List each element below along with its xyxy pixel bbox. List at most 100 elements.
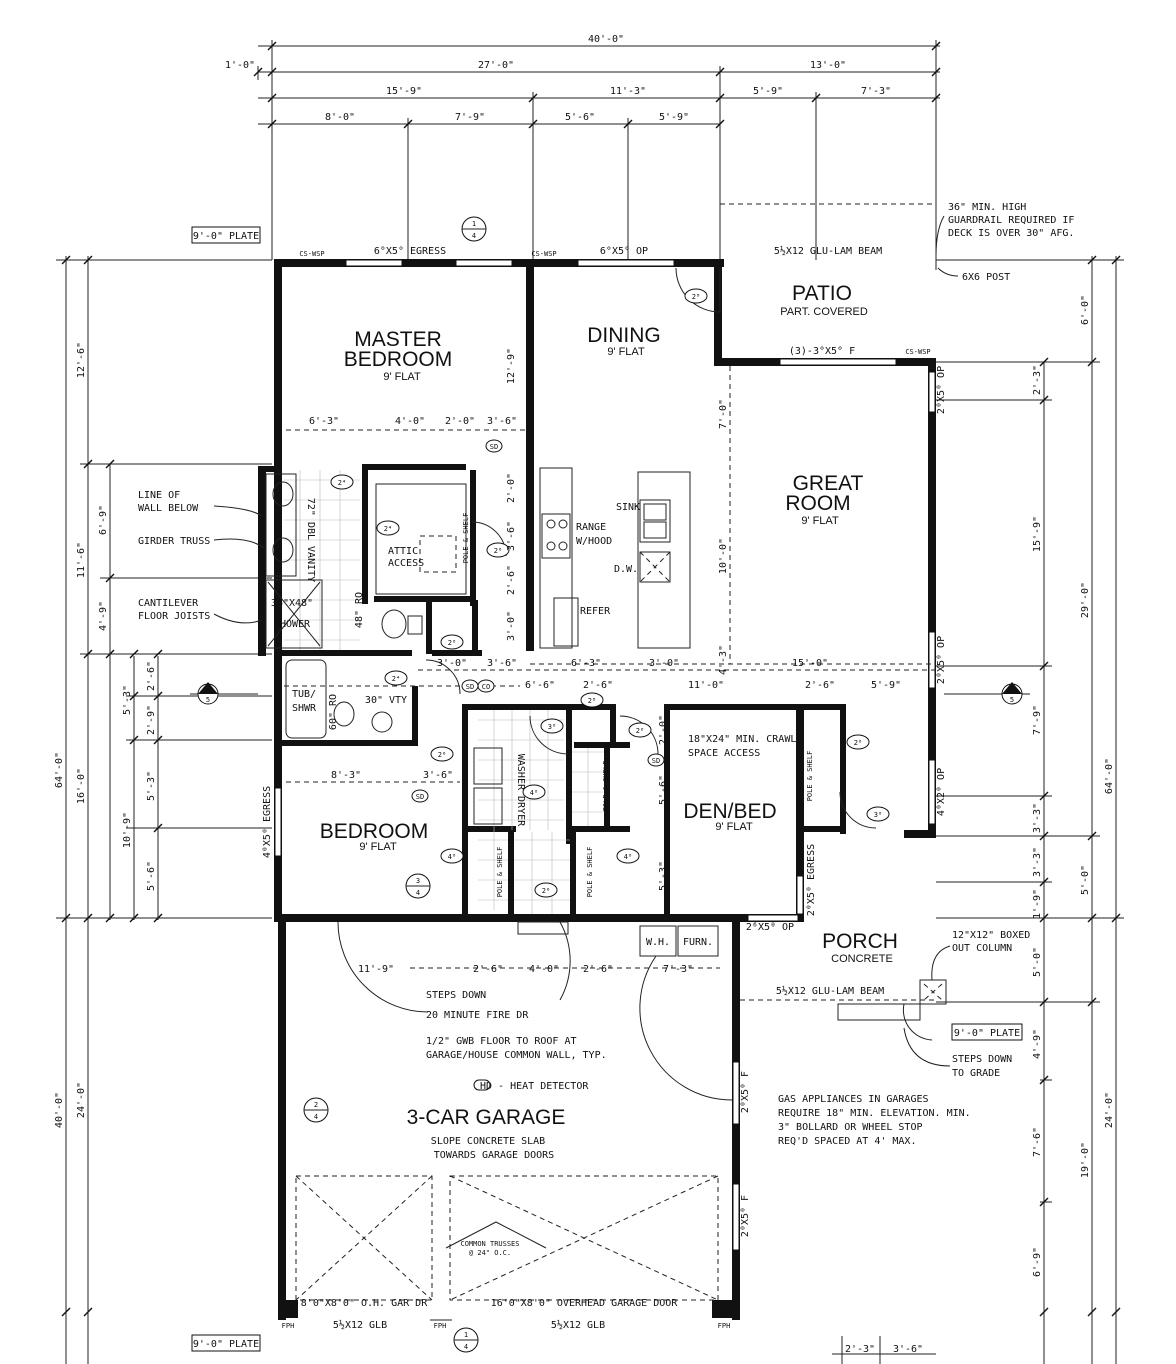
vert-dim-6: 2'-0" [506, 473, 517, 503]
glb-left-label: 5½X12 GLB [333, 1319, 387, 1331]
shower-label-1: 36"X48" [271, 598, 313, 609]
vanity-label: 72" DBL VANITY [305, 498, 316, 582]
vert-dim-4: 5'-6" [658, 775, 669, 805]
garage-dim-1: 11'-9" [358, 964, 394, 975]
attic-note-2: ACCESS [388, 558, 424, 569]
bedroom-ceiling: 9' FLAT [359, 841, 397, 853]
attic-note-1: ATTIC [388, 546, 418, 557]
kitchen-dim-2: 3'-0" [649, 658, 679, 669]
section-bottom-num: 1 [464, 1331, 468, 1339]
mid-dim-1: 3'-0" [437, 658, 467, 669]
window-openings [274, 259, 936, 1251]
refrigerator [553, 597, 579, 647]
crawl-note-1: 18"X24" MIN. CRAWL [688, 734, 796, 745]
bedroom-name: BEDROOM [320, 820, 429, 843]
bottom-plate-box [191, 1334, 261, 1352]
bed-dim-1: 8'-3" [331, 770, 361, 781]
patio-name: PATIO [792, 282, 852, 305]
window-label-5: 2⁰X5⁰ EGRESS [806, 844, 817, 916]
porch-name: PORCH [822, 930, 898, 953]
door-tag-11: 4⁰ [530, 789, 538, 797]
right-64-dim: 64'-0" [1104, 758, 1115, 794]
dim-row2-4: 7'-3" [861, 86, 891, 97]
ro60-label: 60" RO [328, 694, 339, 730]
door-tag-9: 2⁶ [438, 751, 446, 759]
vert-dim-5: 5'-3" [658, 861, 669, 891]
left-2-6-dim: 2'-6" [146, 661, 157, 691]
master-dim-3: 2'-0" [445, 416, 475, 427]
pole-shelf-den: POLE & SHELF [806, 751, 814, 802]
left-dimensions: 64'-0" 12'-6" 11'-6" 16'-0" 24'-0" 40'-0… [54, 255, 272, 1364]
mid-dim-3: 6'-6" [525, 680, 555, 691]
vert-dim-10: 2'-0" [658, 715, 669, 745]
smoke-detector-3: SD [416, 793, 424, 801]
dining-name: DINING [587, 324, 661, 347]
right-7-9-dim: 7'-9" [1032, 705, 1043, 735]
window-label-3: 4⁰X2⁰ OP [936, 768, 947, 816]
section-bed-num: 3 [416, 877, 420, 885]
mid-dim-6: 2'-6" [805, 680, 835, 691]
section-top-num: 1 [472, 220, 476, 228]
heat-detector-symbol [473, 1079, 491, 1091]
pole-shelf-bed: POLE & SHELF [496, 847, 504, 898]
vert-dim-9: 3'-0" [506, 611, 517, 641]
tub-label-1: TUB/ [292, 689, 316, 700]
garage-step [517, 921, 569, 935]
furnace-label: FURN. [683, 937, 713, 948]
window-label-4: 4⁰X5⁰ EGRESS [262, 786, 273, 858]
right-19-dim: 19'-0" [1080, 1142, 1091, 1178]
reference-lines [284, 203, 936, 1001]
co-detector: CO [482, 683, 490, 691]
pole-shelf-linen: POLE & SHELF [602, 761, 610, 812]
mid-dim-2: 3'-6" [487, 658, 517, 669]
steps-down-note: STEPS DOWN [426, 990, 486, 1001]
bath-fixtures [265, 473, 719, 957]
dim-row3-3: 5'-6" [565, 112, 595, 123]
dw-label: D.W. [614, 564, 638, 575]
right-7-6-dim: 7'-6" [1032, 1127, 1043, 1157]
garage-name: 3-CAR GARAGE [407, 1106, 566, 1129]
fixture-labels: 72" DBL VANITY 36"X48" SHOWER 48" RO TUB… [271, 498, 814, 948]
gwb-note-2: GARAGE/HOUSE COMMON WALL, TYP. [426, 1050, 607, 1061]
door-tag-12: 4⁰ [448, 853, 456, 861]
exterior-walls [258, 259, 936, 1320]
dim-row3-1: 8'-0" [325, 112, 355, 123]
interior-walls [282, 464, 846, 916]
window-labels: 2⁰X5⁰ OP 2⁰X5⁰ OP 4⁰X2⁰ OP 4⁰X5⁰ EGRESS … [262, 366, 947, 1237]
porch-beam-label: 5½X12 GLU-LAM BEAM [776, 985, 884, 997]
bottom-dimensions: 2'-3" 3'-6" [832, 1336, 936, 1364]
ro48-label: 48" RO [354, 592, 365, 628]
bed-dim-2: 3'-6" [423, 770, 453, 781]
door-tag-16: 4⁰ [624, 853, 632, 861]
door-tag-1: 2⁸ [692, 293, 700, 301]
top-dimensions: 40'-0" 1'-0" 27'-0" 13'-0" 15'-9" 11'-3"… [225, 34, 941, 270]
section-top-sheet: 4 [472, 232, 476, 240]
boxed-column-note-2: OUT COLUMN [952, 943, 1012, 954]
right-1-9-dim: 1'-9" [1032, 889, 1043, 919]
left-24-dim: 24'-0" [76, 1082, 87, 1118]
right-dimensions: 64'-0" 6'-0" 29'-0" 5'-0" 24'-0" 19'-0" … [936, 255, 1124, 1364]
garage-note-2: TOWARDS GARAGE DOORS [434, 1150, 554, 1161]
top-plate-label: 9'-0" PLATE [193, 231, 259, 242]
garage-dim-4: 2'-6" [583, 964, 613, 975]
door-tag-13: 2⁶ [542, 887, 550, 895]
washer-dryer-label: WASHER DRYER [515, 754, 526, 827]
left-16-dim: 16'-0" [76, 768, 87, 804]
steps-grade-note-2: TO GRADE [952, 1068, 1000, 1079]
section-bottom-sheet: 4 [464, 1343, 468, 1351]
section-a-right-letter: A [1010, 686, 1015, 694]
door-tag-4: 2⁶ [494, 547, 502, 555]
guardrail-note-2: GUARDRAIL REQUIRED IF [948, 215, 1074, 226]
master-dim-4: 3'-6" [487, 416, 517, 427]
smoke-detector-1: SD [490, 443, 498, 451]
refer-label: REFER [580, 606, 611, 617]
kitchen-casework [539, 467, 691, 649]
gas-note-2: REQUIRE 18" MIN. ELEVATION. MIN. [778, 1108, 971, 1119]
trusses-note-2: @ 24" O.C. [469, 1249, 511, 1257]
right-5-0-dim: 5'-0" [1032, 947, 1043, 977]
vert-dim-7: 3'-6" [506, 521, 517, 551]
section-bed-sheet: 4 [416, 889, 420, 897]
porch-plate-box [951, 1023, 1023, 1041]
door-tag-6: 2⁴ [392, 675, 400, 683]
tub-label-2: SHWR [292, 703, 317, 714]
